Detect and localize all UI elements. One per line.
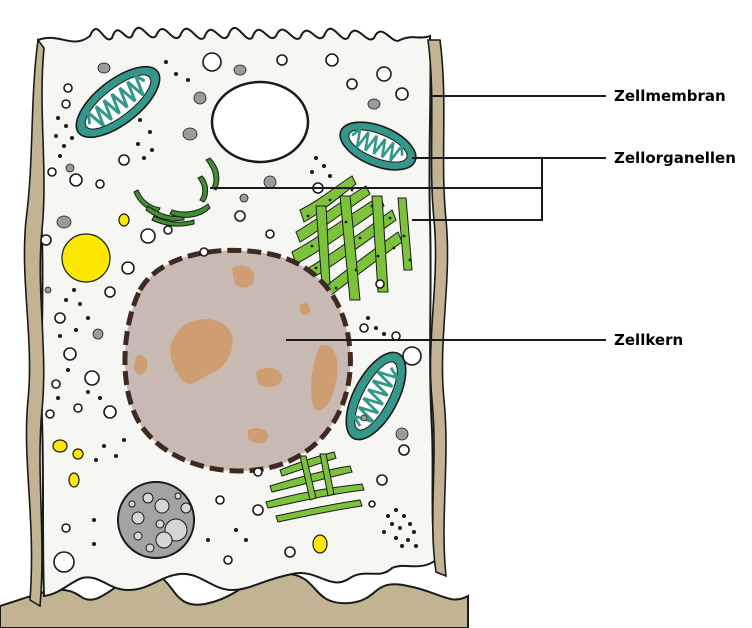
label-nucleus: Zellkern xyxy=(614,331,683,349)
label-cell-membrane: Zellmembran xyxy=(614,87,726,105)
cell-membrane-left xyxy=(24,40,44,606)
vacuole-large xyxy=(212,82,308,162)
label-organelles: Zellorganellen xyxy=(614,149,736,167)
nucleus xyxy=(125,250,350,471)
storage-vacuole xyxy=(118,482,194,558)
